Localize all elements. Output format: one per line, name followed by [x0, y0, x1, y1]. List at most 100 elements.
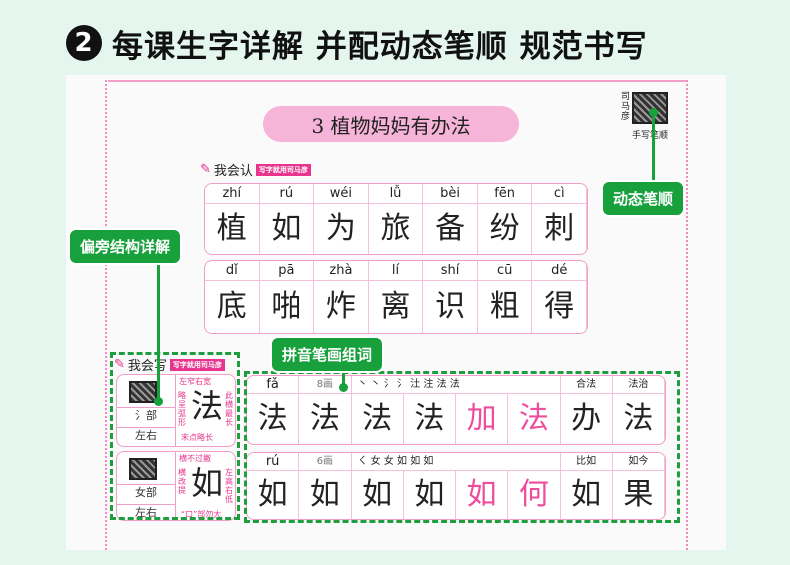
radical-highlight-box: [110, 352, 240, 520]
radical-label: 氵部: [117, 407, 175, 425]
stroke-note: “口”部勿大: [181, 510, 222, 519]
model-char: 法: [191, 387, 224, 425]
char-cell: 法: [613, 394, 665, 444]
pinyin-cell: rú: [247, 453, 300, 471]
recognize-heading: ✎ 我会认 写字就用司马彦: [200, 160, 311, 179]
pencil-icon: ✎: [114, 357, 125, 372]
qr-code[interactable]: [129, 458, 157, 480]
char-cell: 粗: [478, 281, 533, 333]
lesson-title: 3 植物妈妈有办法: [263, 106, 519, 142]
pinyin-cell: lǚ: [368, 184, 424, 204]
char-cell: 炸: [314, 281, 369, 333]
pinyin-cell: dé: [532, 261, 587, 281]
pencil-icon: ✎: [200, 162, 211, 177]
pinyin-cell: fēn: [477, 184, 533, 204]
word-cell: 合法: [560, 376, 613, 394]
stroke-note: 末点略长: [181, 433, 213, 442]
stroke-note: 左高右低: [225, 468, 233, 504]
char-cell: 如: [352, 471, 404, 519]
char-card: 女部左右如横不过撇横改提 左高右低“口”部勿大: [116, 451, 236, 521]
pinyin-cell: cì: [532, 184, 587, 204]
pinyin-cell: fǎ: [247, 376, 300, 394]
pinyin-cell: zhí: [205, 184, 260, 204]
connector-dot: [649, 108, 658, 117]
pinyin-cell: lí: [368, 261, 424, 281]
qr-side-label: 司马彦: [621, 92, 631, 122]
char-cell: 法: [352, 394, 404, 444]
word-cell: 比如: [560, 453, 613, 471]
stroke-note: 此横最长: [225, 391, 233, 427]
char-cell: 加: [456, 394, 509, 444]
pinyin-cell: pā: [259, 261, 315, 281]
qr-code[interactable]: [129, 381, 157, 403]
pinyin-cell: zhà: [314, 261, 369, 281]
stroke-order: ㄑ 女 女 如 如 如: [351, 453, 561, 471]
char-cell: 为: [314, 204, 369, 254]
headline: 2 每课生字详解 并配动态笔顺 规范书写: [66, 18, 648, 68]
connector-line: [652, 112, 655, 184]
page-border-right: [686, 80, 689, 550]
pinyin-cell: dǐ: [205, 261, 260, 281]
char-cell: 离: [369, 281, 424, 333]
char-cell: 法: [299, 394, 352, 444]
connector-line: [157, 250, 160, 400]
stroke-order: 丶 丶 氵 氵 汢 注 法 法: [351, 376, 561, 394]
char-card: 氵部左右法左窄右宽略呈弧形 此横最长末点略长: [116, 374, 236, 447]
char-cell: 旅: [369, 204, 424, 254]
recognize-title: 我会认: [213, 164, 253, 179]
char-cell: 法: [404, 394, 456, 444]
word-cell: 法治: [612, 376, 665, 394]
stroke-note: 横不过撇: [179, 454, 211, 463]
brand-tag: 写字就用司马彦: [255, 163, 311, 176]
page-border-top: [108, 80, 686, 82]
structure-label: 左右: [117, 427, 175, 445]
char-cell: 啪: [260, 281, 315, 333]
char-cell: 如: [247, 471, 300, 519]
card-divider: [175, 452, 176, 520]
char-cell: 果: [613, 471, 665, 519]
radical-label: 女部: [117, 484, 175, 502]
char-cell: 如: [299, 471, 352, 519]
headline-text: 每课生字详解 并配动态笔顺 规范书写: [112, 28, 648, 65]
char-cell: 法: [508, 394, 561, 444]
char-cell: 纷: [478, 204, 533, 254]
pinyin-highlight-box: [244, 371, 680, 523]
stroke-note: 横改提: [178, 468, 186, 495]
char-cell: 何: [508, 471, 561, 519]
structure-label: 左右: [117, 504, 175, 522]
card-divider: [175, 375, 176, 446]
char-cell: 备: [423, 204, 478, 254]
char-cell: 如: [561, 471, 613, 519]
connector-dot: [339, 383, 348, 392]
page-border-left: [105, 80, 108, 550]
label-dynamic-stroke: 动态笔顺: [601, 180, 686, 217]
char-cell: 刺: [532, 204, 587, 254]
label-radical-structure: 偏旁结构详解: [68, 228, 183, 265]
char-cell: 如: [404, 471, 456, 519]
char-cell: 植: [205, 204, 260, 254]
stroke-count: 6画: [299, 453, 352, 471]
char-cell: 如: [456, 471, 509, 519]
pinyin-cell: cū: [477, 261, 533, 281]
pinyin-cell: shí: [423, 261, 478, 281]
char-cell: 识: [423, 281, 478, 333]
qr-caption: 手写笔顺: [632, 131, 669, 141]
char-cell: 得: [532, 281, 587, 333]
char-cell: 法: [247, 394, 300, 444]
stroke-count: 8画: [299, 376, 352, 394]
connector-dot: [154, 397, 163, 406]
model-char: 如: [191, 464, 224, 502]
pinyin-cell: wéi: [314, 184, 369, 204]
label-pinyin-stroke-words: 拼音笔画组词: [270, 336, 385, 373]
char-cell: 底: [205, 281, 260, 333]
stroke-note: 略呈弧形: [178, 391, 186, 427]
char-cell: 如: [260, 204, 315, 254]
pinyin-cell: bèi: [423, 184, 478, 204]
stroke-note: 左窄右宽: [179, 377, 211, 386]
pinyin-cell: rú: [259, 184, 315, 204]
brand-tag: 写字就用司马彦: [169, 358, 225, 371]
